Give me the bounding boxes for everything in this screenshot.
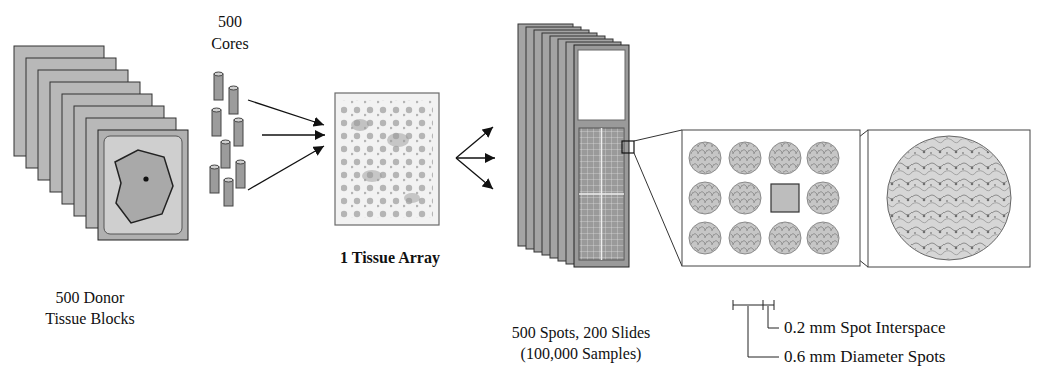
spot-texture: [730, 183, 760, 213]
zoom-square: [771, 184, 799, 212]
array-block: [335, 93, 439, 225]
dimension-label: 0.6 mm Diameter Spots: [784, 347, 945, 367]
array-blot: [404, 193, 420, 203]
core-cylinder: [210, 167, 219, 193]
dimension-tick: [733, 300, 734, 310]
spot: [729, 142, 761, 174]
split-arrow: [456, 127, 493, 158]
node-label: 500 Spots, 200 Slides (100,000 Samples): [495, 323, 667, 365]
core-top: [224, 178, 233, 182]
spot-texture: [730, 223, 760, 253]
zoom-panel: [682, 130, 860, 266]
connectors: [262, 135, 495, 158]
zoom-panel: [868, 130, 1030, 267]
spot: [689, 182, 721, 214]
core-top: [212, 108, 221, 112]
array-blot: [351, 119, 369, 131]
slide-front: [574, 45, 629, 267]
spot-texture: [730, 143, 760, 173]
spot-texture: [808, 223, 838, 253]
leader-line: [768, 306, 779, 328]
core-top: [229, 86, 238, 90]
dimension-line: [733, 305, 774, 306]
zoom-line: [634, 153, 682, 266]
donor-block-front: [98, 130, 188, 240]
spot-texture: [888, 137, 1010, 259]
node-label: 500 Donor Tissue Blocks: [35, 288, 145, 330]
tissue-array-block: [335, 93, 439, 225]
split-arrow: [456, 158, 493, 189]
slide-stack: [518, 24, 634, 267]
spot: [729, 182, 761, 214]
single-spot-panel: [868, 130, 1030, 267]
spot-texture: [690, 223, 720, 253]
leader-line: [748, 306, 779, 357]
core-cylinder: [214, 74, 223, 100]
dimension-tick: [763, 300, 764, 310]
dimension-tick: [774, 300, 775, 310]
merge-arrow: [248, 146, 324, 190]
spot: [769, 222, 801, 254]
spot-texture: [770, 223, 800, 253]
node-label: 500 Cores: [200, 11, 260, 56]
core-top: [234, 118, 243, 122]
core-cylinder: [212, 110, 221, 136]
spot: [807, 182, 839, 214]
donor-block-stack: [14, 46, 188, 240]
spot-texture: [690, 183, 720, 213]
core-group: [210, 72, 245, 206]
tissue-array: 1 Tissue Array: [325, 88, 457, 278]
slide-label-area: [578, 50, 625, 120]
core-cylinder: [229, 88, 238, 114]
zoom-square: [622, 141, 634, 153]
donor-block-group: 500 Donor Tissue Blocks: [10, 40, 195, 335]
spot: [807, 222, 839, 254]
grid-divider: [579, 193, 624, 195]
spot: [729, 222, 761, 254]
node-label: 1 Tissue Array: [325, 248, 455, 269]
flow-arrow: [262, 134, 325, 135]
spot-texture: [690, 143, 838, 253]
core-site: [143, 176, 148, 181]
flow-arrow: [457, 157, 495, 158]
label-holder: 0.6 mm Diameter Spots: [784, 347, 945, 367]
core-cylinder: [234, 120, 243, 146]
spot-texture: [770, 143, 800, 173]
array-blot: [362, 170, 382, 182]
spot-texture: [808, 183, 838, 213]
spot: [689, 142, 721, 174]
core-group: 500 Cores: [200, 5, 262, 210]
dimension-label: 0.2 mm Spot Interspace: [784, 318, 945, 338]
merge-arrow: [248, 100, 324, 125]
core-top: [214, 72, 223, 76]
spot-enlarged: [887, 136, 1011, 260]
zoom-lines: [634, 130, 868, 267]
slide-stack: 500 Spots, 200 Slides (100,000 Samples): [495, 20, 669, 370]
spot: [807, 142, 839, 174]
spot-texture: [690, 143, 720, 173]
spot-texture: [808, 143, 838, 173]
core-cylinder: [221, 142, 230, 168]
spots: [689, 142, 839, 254]
core-top: [210, 165, 219, 169]
array-blot: [387, 133, 409, 147]
core-cylinder: [224, 180, 233, 206]
tissue-outline: [115, 150, 173, 223]
array-cores: [341, 100, 433, 218]
slide-spot-grid: [579, 128, 624, 260]
label-holder: 0.2 mm Spot Interspace: [784, 318, 945, 338]
paraffin-face: [104, 136, 182, 234]
core-top: [221, 140, 230, 144]
spot: [769, 142, 801, 174]
dimension: [733, 300, 779, 357]
spot-grid-panel: [682, 130, 860, 266]
zoom-line: [634, 130, 682, 141]
core-cylinder: [236, 162, 245, 188]
core-top: [236, 160, 245, 164]
spot: [689, 222, 721, 254]
